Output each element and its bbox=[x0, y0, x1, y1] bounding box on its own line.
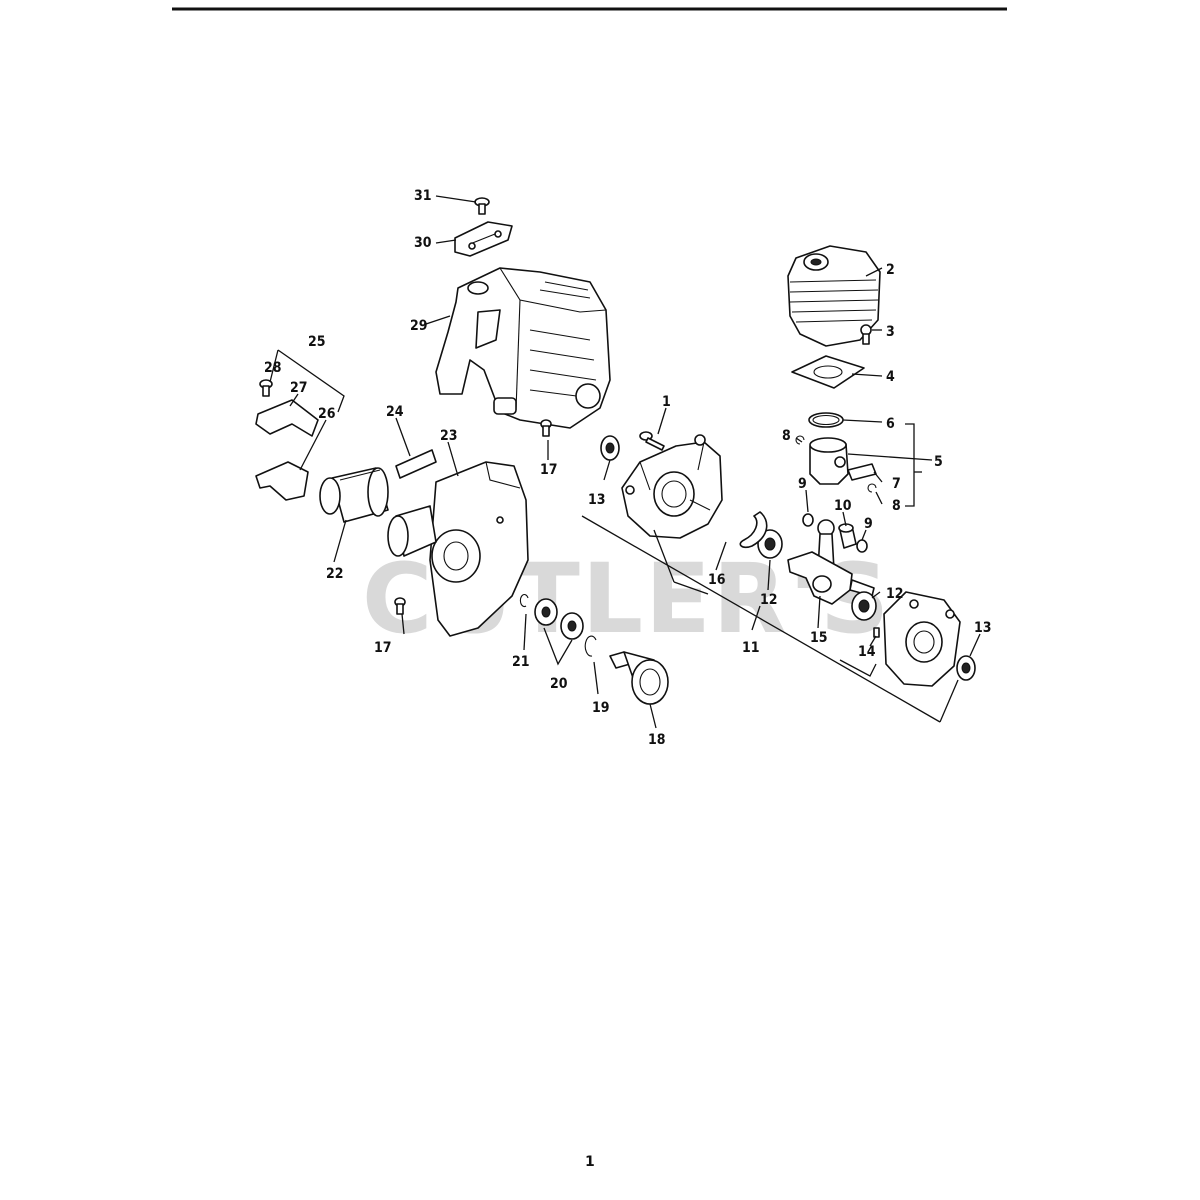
callout-4: 4 bbox=[886, 369, 895, 385]
part-4-gasket bbox=[791, 355, 865, 389]
callout-20: 20 bbox=[550, 676, 568, 692]
callout-17-shroud: 17 bbox=[540, 462, 558, 478]
callout-11: 11 bbox=[742, 640, 760, 656]
callout-13-left: 13 bbox=[588, 492, 606, 508]
part-10-needle-bearing bbox=[838, 523, 857, 549]
part-8-circlip-right bbox=[867, 483, 877, 493]
callout-9-left: 9 bbox=[798, 476, 807, 492]
callout-28: 28 bbox=[264, 360, 282, 376]
callout-labels: 31 30 29 2 3 4 6 5 7 8 8 9 10 9 1 17 13 … bbox=[264, 188, 992, 748]
part-11-crankcase-left bbox=[621, 434, 723, 539]
part-9-washer-left bbox=[802, 513, 814, 527]
callout-12-right: 12 bbox=[886, 586, 904, 602]
page-number: 1 bbox=[585, 1154, 595, 1170]
part-9-washer-right bbox=[856, 539, 868, 553]
part-17-screw-shroud bbox=[540, 419, 552, 437]
callout-1: 1 bbox=[662, 394, 671, 410]
callout-7: 7 bbox=[892, 476, 901, 492]
part-18-clutch-drum bbox=[609, 651, 669, 705]
callout-19: 19 bbox=[592, 700, 610, 716]
callout-8-left: 8 bbox=[782, 428, 791, 444]
part-16-gasket bbox=[739, 511, 768, 549]
part-20-bearing-a bbox=[534, 598, 558, 626]
callout-5: 5 bbox=[934, 454, 943, 470]
part-20-bearing-b bbox=[560, 612, 584, 640]
part-8-circlip-left bbox=[795, 435, 805, 445]
part-28-screw bbox=[259, 379, 273, 397]
callout-12-left: 12 bbox=[760, 592, 778, 608]
part-24-label bbox=[395, 449, 437, 479]
leader-lines bbox=[269, 195, 981, 729]
part-21-snap-ring bbox=[519, 594, 529, 608]
callout-16: 16 bbox=[708, 572, 726, 588]
callout-17-housing: 17 bbox=[374, 640, 392, 656]
callout-31: 31 bbox=[414, 188, 432, 204]
part-6-piston-ring bbox=[808, 412, 844, 428]
callout-13-right: 13 bbox=[974, 620, 992, 636]
part-1-bolt bbox=[639, 431, 665, 451]
callout-10: 10 bbox=[834, 498, 852, 514]
part-30-cover-plate bbox=[454, 221, 513, 257]
callout-2: 2 bbox=[886, 262, 895, 278]
part-12-bearing-left bbox=[757, 529, 783, 559]
part-22-air-guide bbox=[319, 467, 389, 523]
callout-26: 26 bbox=[318, 406, 336, 422]
callout-24: 24 bbox=[386, 404, 404, 420]
part-3-bolt bbox=[860, 324, 872, 345]
part-13-oil-seal-right bbox=[956, 655, 976, 681]
part-27-insulator-upper bbox=[255, 399, 319, 437]
callout-9-right: 9 bbox=[864, 516, 873, 532]
part-7-piston-pin bbox=[847, 463, 877, 481]
callout-3: 3 bbox=[886, 324, 895, 340]
part-31-bolt bbox=[474, 197, 490, 215]
callout-8-right: 8 bbox=[892, 498, 901, 514]
part-26-insulator-lower bbox=[255, 461, 309, 501]
callout-25: 25 bbox=[308, 334, 326, 350]
part-23-fan-housing bbox=[387, 461, 529, 637]
part-2-cylinder bbox=[787, 245, 881, 347]
part-12-bearing-right bbox=[851, 591, 877, 621]
part-11-crankcase-right bbox=[883, 591, 961, 687]
callout-29: 29 bbox=[410, 318, 428, 334]
callout-14: 14 bbox=[858, 644, 876, 660]
part-17-screw-housing bbox=[394, 597, 406, 615]
callout-30: 30 bbox=[414, 235, 432, 251]
callout-21: 21 bbox=[512, 654, 530, 670]
callout-18: 18 bbox=[648, 732, 666, 748]
callout-23: 23 bbox=[440, 428, 458, 444]
part-5-piston bbox=[809, 437, 849, 485]
part-19-snap-ring bbox=[584, 635, 597, 657]
callout-6: 6 bbox=[886, 416, 895, 432]
callout-22: 22 bbox=[326, 566, 344, 582]
part-13-oil-seal-left bbox=[600, 435, 620, 461]
callout-27: 27 bbox=[290, 380, 308, 396]
part-14-dowel-pin bbox=[873, 627, 880, 638]
part-29-cylinder-shroud bbox=[435, 267, 611, 429]
callout-15: 15 bbox=[810, 630, 828, 646]
